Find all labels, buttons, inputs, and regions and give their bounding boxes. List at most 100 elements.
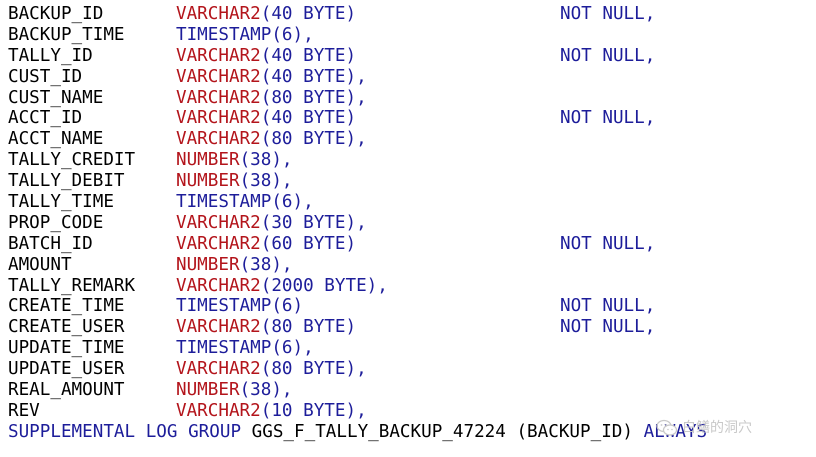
- column-definition-line: PROP_CODE VARCHAR2(30 BYTE),: [8, 213, 808, 234]
- column-name: ACCT_NAME: [8, 129, 104, 150]
- column-constraint: NOT NULL,: [560, 45, 656, 66]
- column-type: TIMESTAMP(6),: [176, 338, 314, 359]
- column-definition-line: CREATE_USER VARCHAR2(80 BYTE) NOT NULL,: [8, 317, 808, 338]
- column-name: CUST_ID: [8, 66, 83, 87]
- column-constraint: NOT NULL,: [560, 108, 656, 129]
- type-arguments: (10 BYTE),: [260, 400, 367, 421]
- column-type: VARCHAR2(80 BYTE),: [176, 359, 367, 380]
- column-type: VARCHAR2(30 BYTE),: [176, 213, 367, 234]
- column-definition-line: TALLY_TIME TIMESTAMP(6),: [8, 192, 808, 213]
- type-keyword: VARCHAR2: [176, 212, 261, 233]
- column-type: VARCHAR2(40 BYTE): [176, 4, 356, 25]
- column-name: REAL_AMOUNT: [8, 380, 125, 401]
- type-arguments: (38),: [239, 171, 293, 192]
- type-arguments: (40 BYTE): [260, 45, 357, 66]
- type-keyword: VARCHAR2: [176, 400, 261, 421]
- column-name: TALLY_DEBIT: [8, 171, 125, 192]
- type-keyword: VARCHAR2: [176, 87, 261, 108]
- type-keyword: NUMBER: [176, 380, 240, 401]
- column-type: VARCHAR2(80 BYTE),: [176, 88, 367, 109]
- column-name: TALLY_REMARK: [8, 275, 136, 296]
- column-type: VARCHAR2(80 BYTE),: [176, 129, 367, 150]
- type-arguments: (80 BYTE),: [260, 87, 367, 108]
- column-type: VARCHAR2(40 BYTE): [176, 46, 356, 67]
- column-definition-line: CUST_ID VARCHAR2(40 BYTE),: [8, 67, 808, 88]
- column-name: UPDATE_TIME: [8, 338, 125, 359]
- type-keyword: TIMESTAMP: [176, 192, 272, 213]
- type-keyword: VARCHAR2: [176, 359, 261, 380]
- type-arguments: (40 BYTE),: [260, 66, 367, 87]
- column-name: CUST_NAME: [8, 87, 104, 108]
- column-definition-line: ACCT_ID VARCHAR2(40 BYTE) NOT NULL,: [8, 108, 808, 129]
- supplemental-keyword: SUPPLEMENTAL LOG GROUP: [8, 421, 242, 442]
- column-constraint: NOT NULL,: [560, 296, 656, 317]
- column-type: NUMBER(38),: [176, 380, 293, 401]
- type-arguments: (6),: [271, 338, 314, 359]
- type-arguments: (38),: [239, 150, 293, 171]
- column-definition-line: BACKUP_ID VARCHAR2(40 BYTE) NOT NULL,: [8, 4, 808, 25]
- column-type: NUMBER(38),: [176, 171, 293, 192]
- type-arguments: (60 BYTE): [260, 233, 357, 254]
- column-definition-line: TALLY_CREDIT NUMBER(38),: [8, 150, 808, 171]
- type-arguments: (80 BYTE),: [260, 359, 367, 380]
- column-name: CREATE_TIME: [8, 296, 125, 317]
- column-constraint: NOT NULL,: [560, 317, 656, 338]
- column-type: NUMBER(38),: [176, 255, 293, 276]
- type-keyword: TIMESTAMP: [176, 296, 272, 317]
- type-keyword: VARCHAR2: [176, 129, 261, 150]
- column-type: VARCHAR2(2000 BYTE),: [176, 276, 388, 297]
- type-arguments: (6): [271, 296, 304, 317]
- type-keyword: VARCHAR2: [176, 233, 261, 254]
- type-keyword: VARCHAR2: [176, 108, 261, 129]
- column-name: TALLY_CREDIT: [8, 150, 136, 171]
- type-arguments: (80 BYTE): [260, 317, 357, 338]
- log-group-columns: (BACKUP_ID): [516, 421, 633, 442]
- type-arguments: (6),: [271, 192, 314, 213]
- column-definition-line: AMOUNT NUMBER(38),: [8, 255, 808, 276]
- column-name: BACKUP_ID: [8, 4, 104, 24]
- column-type: VARCHAR2(60 BYTE): [176, 234, 356, 255]
- column-type: VARCHAR2(80 BYTE): [176, 317, 356, 338]
- column-name: CREATE_USER: [8, 317, 125, 338]
- type-keyword: VARCHAR2: [176, 275, 261, 296]
- wechat-icon: [656, 420, 678, 437]
- column-name: BATCH_ID: [8, 233, 93, 254]
- column-type: TIMESTAMP(6),: [176, 25, 314, 46]
- supplemental-log-line: SUPPLEMENTAL LOG GROUP GGS_F_TALLY_BACKU…: [8, 422, 808, 443]
- column-name: AMOUNT: [8, 254, 72, 275]
- type-arguments: (38),: [239, 380, 293, 401]
- column-definition-line: REV VARCHAR2(10 BYTE),: [8, 401, 808, 422]
- column-type: VARCHAR2(40 BYTE): [176, 108, 356, 129]
- column-name: PROP_CODE: [8, 212, 104, 233]
- type-keyword: NUMBER: [176, 150, 240, 171]
- type-arguments: (38),: [239, 254, 293, 275]
- column-definition-line: ACCT_NAME VARCHAR2(80 BYTE),: [8, 129, 808, 150]
- type-keyword: VARCHAR2: [176, 317, 261, 338]
- column-definition-line: CREATE_TIME TIMESTAMP(6) NOT NULL,: [8, 296, 808, 317]
- column-name: REV: [8, 400, 40, 421]
- column-definition-line: REAL_AMOUNT NUMBER(38),: [8, 380, 808, 401]
- type-keyword: VARCHAR2: [176, 45, 261, 66]
- column-name: UPDATE_USER: [8, 359, 125, 380]
- type-arguments: (30 BYTE),: [260, 212, 367, 233]
- log-group-name: GGS_F_TALLY_BACKUP_47224: [251, 421, 506, 442]
- column-definition-line: TALLY_DEBIT NUMBER(38),: [8, 171, 808, 192]
- type-arguments: (6),: [271, 24, 314, 45]
- type-keyword: NUMBER: [176, 171, 240, 192]
- type-keyword: VARCHAR2: [176, 4, 261, 24]
- column-name: ACCT_ID: [8, 108, 83, 129]
- watermark: 白鳝的洞穴: [656, 418, 752, 439]
- column-constraint: NOT NULL,: [560, 4, 656, 24]
- column-type: TIMESTAMP(6),: [176, 192, 314, 213]
- type-keyword: NUMBER: [176, 254, 240, 275]
- type-arguments: (40 BYTE): [260, 108, 357, 129]
- type-keyword: VARCHAR2: [176, 66, 261, 87]
- column-definition-line: CUST_NAME VARCHAR2(80 BYTE),: [8, 88, 808, 109]
- column-type: VARCHAR2(40 BYTE),: [176, 67, 367, 88]
- column-definition-line: TALLY_REMARK VARCHAR2(2000 BYTE),: [8, 276, 808, 297]
- column-name: TALLY_TIME: [8, 192, 114, 213]
- column-definition-line: UPDATE_TIME TIMESTAMP(6),: [8, 338, 808, 359]
